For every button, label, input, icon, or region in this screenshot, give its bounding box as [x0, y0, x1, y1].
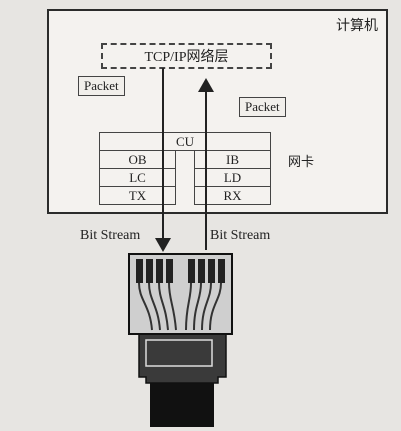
nic-cell-rx: RX: [194, 186, 271, 205]
computer-label: 计算机: [336, 18, 378, 34]
nic-label: 网卡: [288, 155, 315, 170]
nic-cell-cu: CU: [99, 132, 271, 151]
nic-cell-ob: OB: [99, 150, 176, 169]
network-card-table: CU OB IB LC LD TX RX: [99, 132, 271, 205]
packet-box-send: Packet: [78, 76, 125, 96]
bit-stream-label-receive: Bit Stream: [210, 228, 271, 243]
rj45-connector-icon: [128, 253, 233, 427]
packet-box-receive: Packet: [239, 97, 286, 117]
nic-channel: [175, 150, 195, 169]
nic-cell-ld: LD: [194, 168, 271, 187]
nic-cell-lc: LC: [99, 168, 176, 187]
bit-stream-label-send: Bit Stream: [80, 228, 141, 243]
tcp-ip-network-layer: TCP/IP网络层: [101, 43, 272, 69]
nic-cell-ib: IB: [194, 150, 271, 169]
computer-box: 计算机 TCP/IP网络层 Packet Packet CU OB IB LC …: [47, 9, 388, 214]
